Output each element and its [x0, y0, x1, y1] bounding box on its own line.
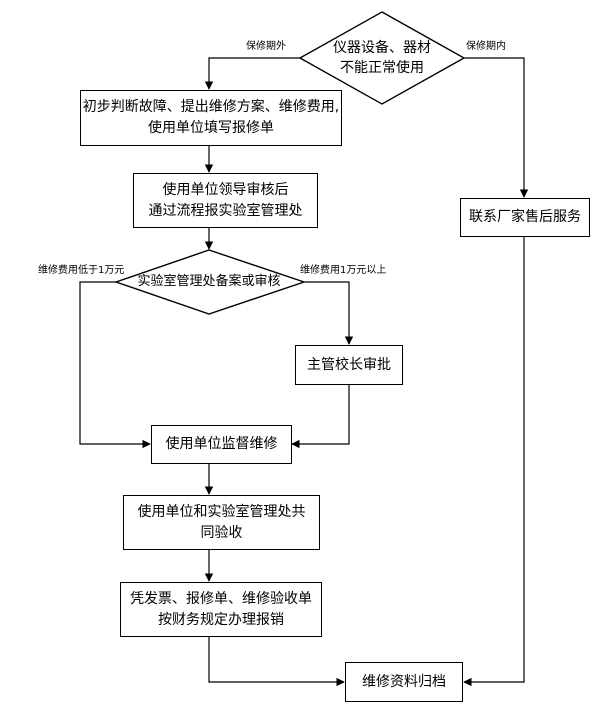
edge-in-warranty [464, 57, 529, 198]
archive-box: 维修资料归档 [345, 662, 463, 702]
label-out-of-warranty: 保修期外 [246, 41, 286, 52]
leader-review-box: 使用单位领导审核后 通过流程报实验室管理处 [133, 173, 318, 228]
diagnose-line-1: 初步判断故障、提出维修方案、维修费用, [82, 99, 340, 115]
accept-line-2: 同验收 [200, 524, 243, 541]
review-diamond-shape [113, 249, 307, 315]
lab-review-line-1: 实验室管理处备案或审核 [137, 274, 281, 289]
vendor-line-1: 联系厂家售后服务 [469, 209, 581, 225]
diagnose-line-2: 使用单位填写报修单 [147, 120, 274, 136]
leader-review-line-2: 通过流程报实验室管理处 [148, 202, 303, 219]
edge-approve-supervise [291, 384, 350, 449]
edge-out-of-warranty [204, 57, 300, 90]
vendor-box: 联系厂家售后服务 [460, 198, 590, 237]
accept-line-1: 使用单位和实验室管理处共 [137, 503, 306, 520]
vp-approve-line-1: 主管校长审批 [307, 356, 391, 373]
label-over-10k: 维修费用1万元以上 [300, 265, 387, 276]
diagnose-box: 初步判断故障、提出维修方案、维修费用, 使用单位填写报修单 [80, 90, 342, 146]
supervise-line-1: 使用单位监督维修 [165, 436, 278, 452]
start-diamond-shape [298, 11, 466, 105]
start-node: 仪器设备、器材 不能正常使用 [322, 38, 442, 78]
start-line-2: 不能正常使用 [340, 60, 424, 76]
start-line-1: 仪器设备、器材 [333, 40, 431, 56]
archive-line-1: 维修资料归档 [362, 673, 446, 690]
label-in-warranty: 保修期内 [466, 41, 506, 52]
edge-over-10k [304, 281, 354, 345]
vp-approve-box: 主管校长审批 [295, 345, 403, 385]
edge-reimburse-archive [208, 637, 345, 687]
edge-under-10k [79, 281, 151, 449]
accept-box: 使用单位和实验室管理处共 同验收 [123, 495, 320, 550]
lab-review-node: 实验室管理处备案或审核 [130, 272, 288, 292]
reimburse-line-1: 凭发票、报修单、维修验收单 [130, 590, 312, 607]
reimburse-box: 凭发票、报修单、维修验收单 按财务规定办理报销 [120, 582, 322, 637]
reimburse-line-2: 按财务规定办理报销 [158, 611, 284, 628]
supervise-box: 使用单位监督维修 [151, 425, 292, 464]
label-under-10k: 维修费用低于1万元 [38, 265, 125, 276]
edge-vendor-archive [463, 237, 525, 687]
leader-review-line-1: 使用单位领导审核后 [162, 181, 289, 198]
